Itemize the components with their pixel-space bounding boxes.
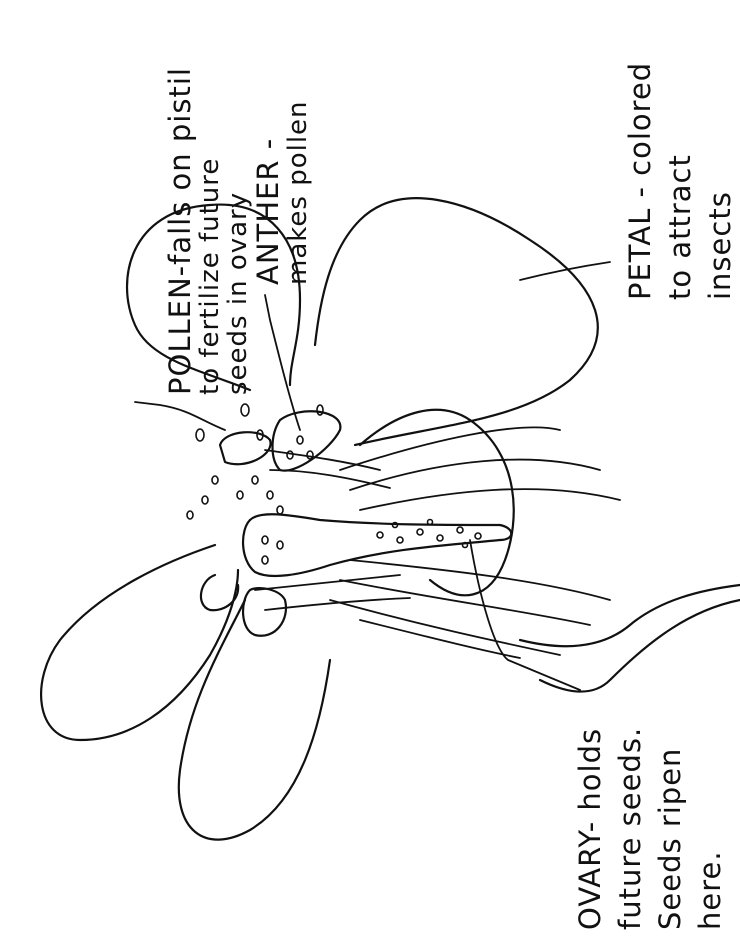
- petal-label-line3: insects: [703, 191, 737, 300]
- ovary-label-line1: OVARY- holds: [573, 728, 607, 930]
- anther-label-line1: ANTHER -: [251, 138, 285, 285]
- pollen-label-line1: POLLEN-falls on pistil: [163, 67, 197, 395]
- anther-leader: [265, 295, 300, 430]
- stem: [520, 585, 740, 692]
- anther-label-line2: makes pollen: [283, 100, 313, 285]
- anthers: [201, 411, 340, 635]
- petal-top-right: [315, 198, 598, 445]
- pollen-grains: [187, 404, 323, 564]
- petal-bottom-right: [360, 410, 514, 595]
- petal-label-line1: PETAL - colored: [623, 62, 657, 300]
- petal-label-line2: to attract: [663, 154, 697, 300]
- ovary-seeds: [377, 520, 481, 548]
- petal-left: [41, 545, 238, 740]
- pollen-label-line2: to fertilize future: [195, 158, 225, 395]
- pollen-label-line3: seeds in ovary: [223, 192, 253, 395]
- stamens: [255, 450, 410, 610]
- ovary-label-line2: future seeds.: [613, 727, 647, 930]
- ovary-leader: [470, 540, 580, 690]
- pollen-leader: [135, 402, 225, 430]
- ovary-label-line3: Seeds ripen: [653, 748, 687, 930]
- petal-leader: [520, 262, 610, 280]
- ovary-label-line4: here.: [693, 850, 727, 930]
